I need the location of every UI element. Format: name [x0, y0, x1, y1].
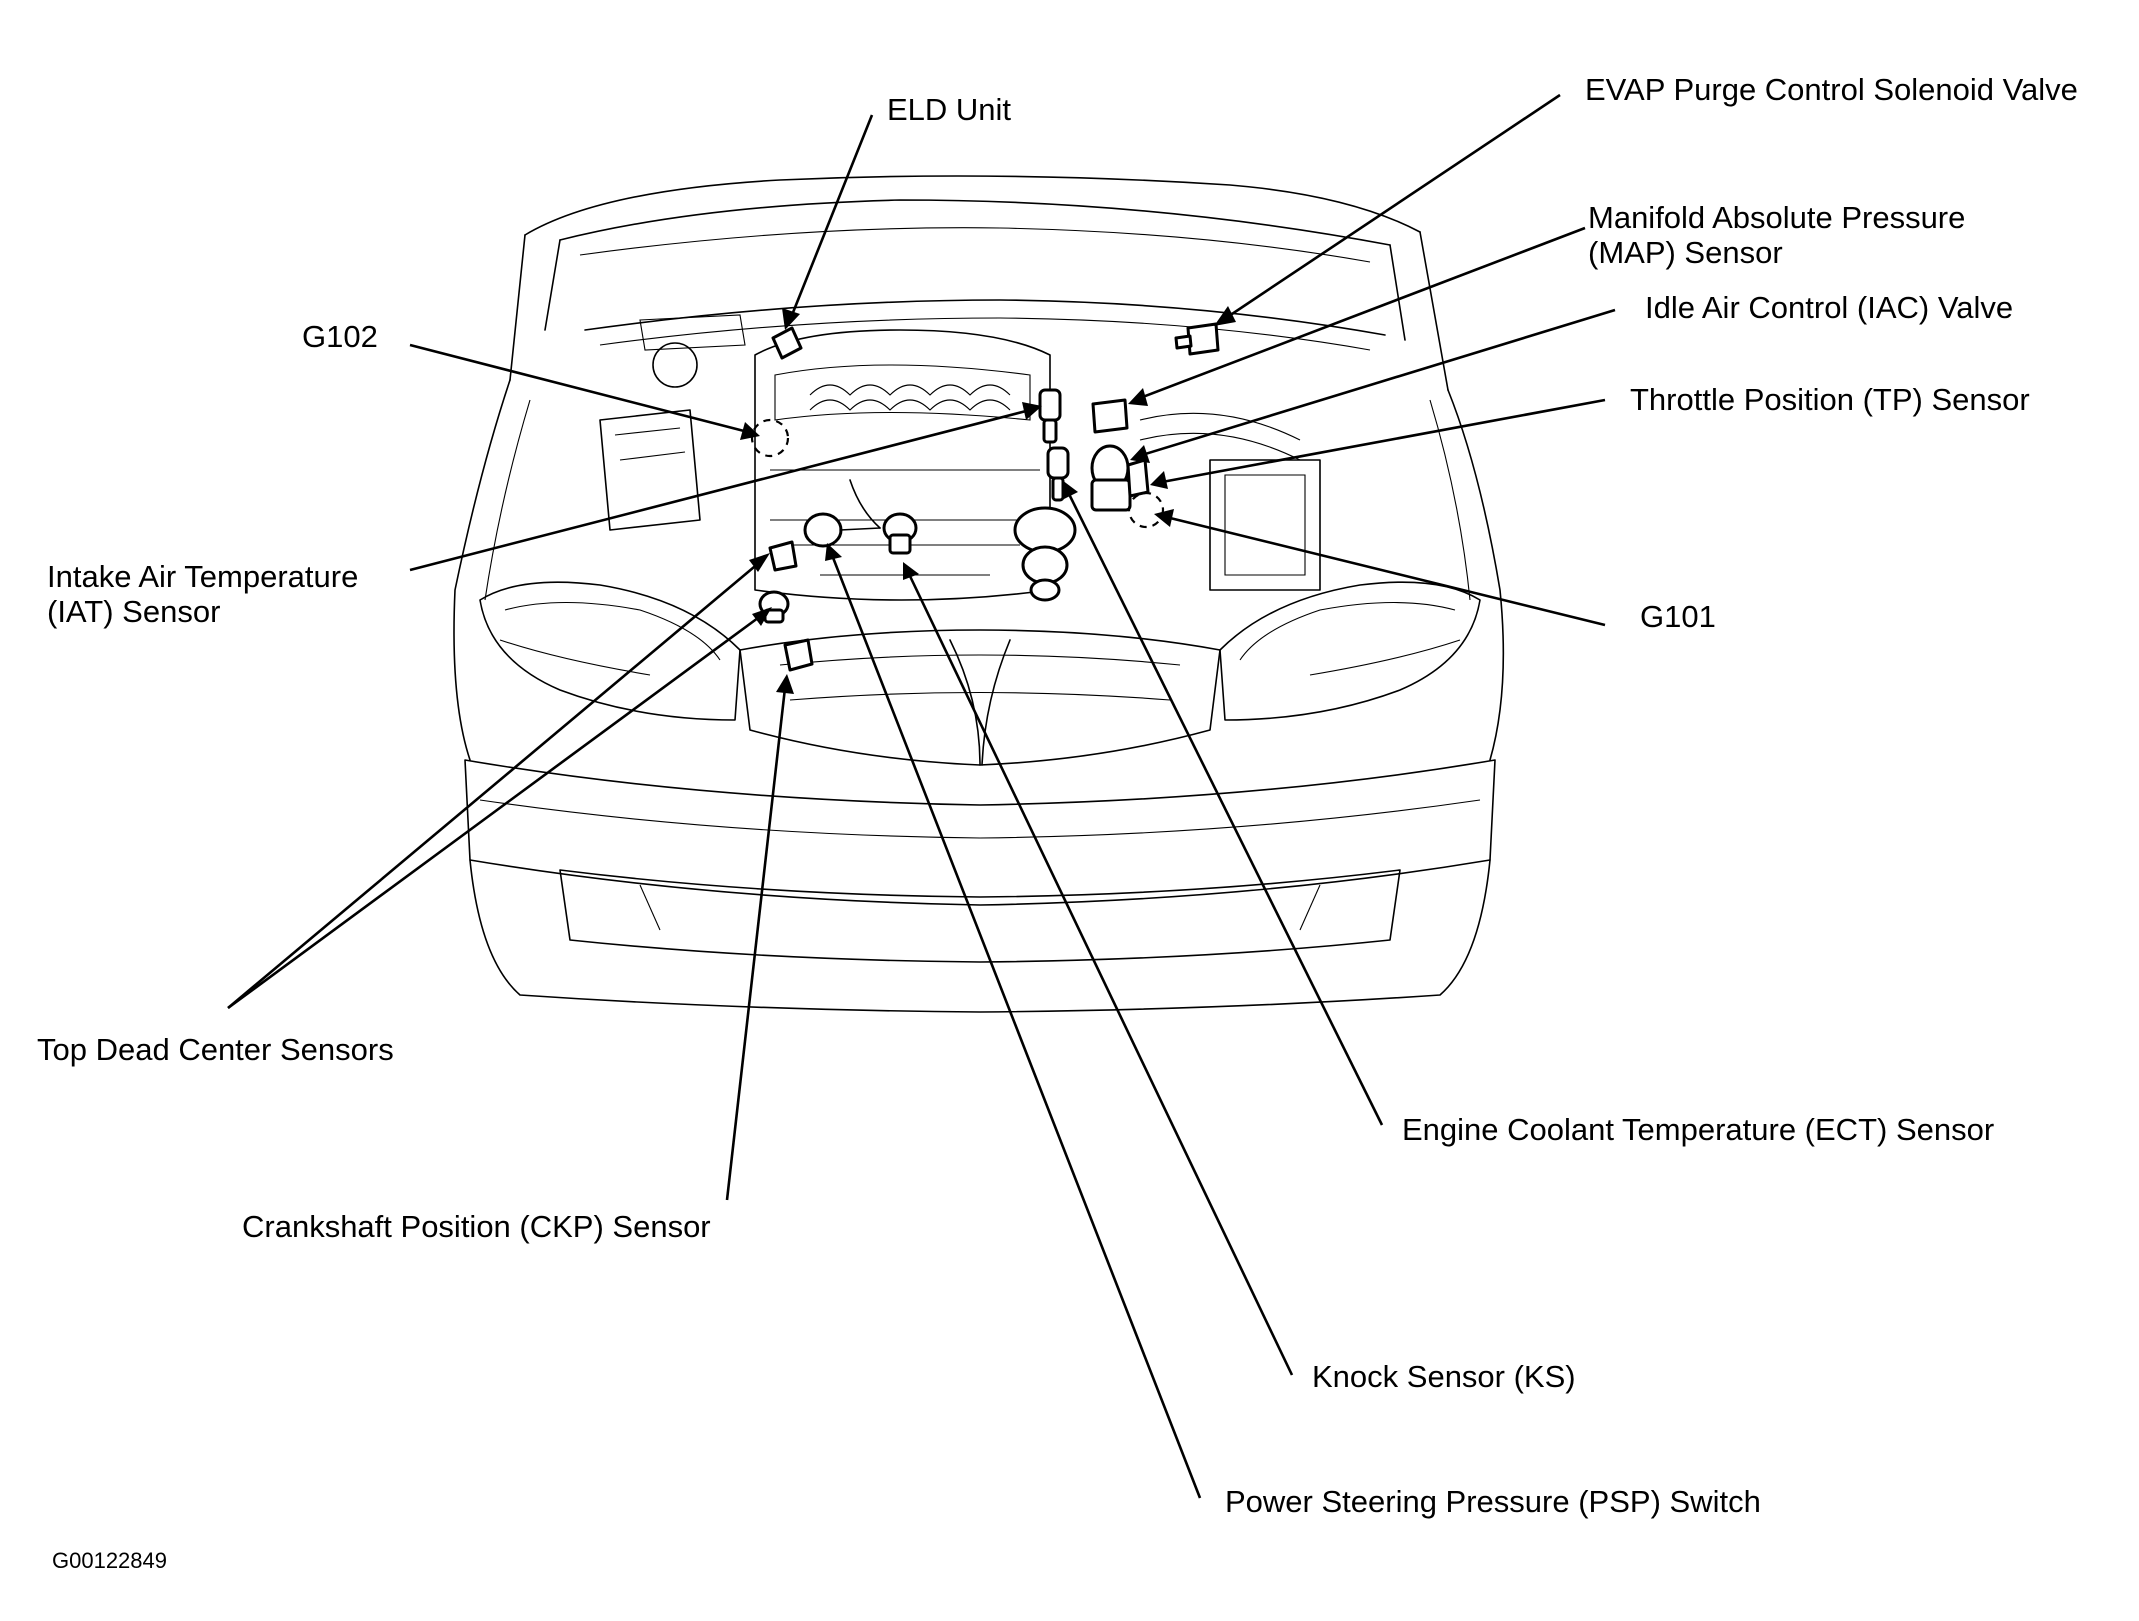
- tdc-sensor-upper-part: [768, 540, 798, 572]
- ect-sensor-part: [1046, 446, 1070, 502]
- label-iat-sensor-line1: Intake Air Temperature: [47, 559, 358, 594]
- ckp-sensor-part: [783, 638, 814, 672]
- tp-sensor-part: [1126, 458, 1150, 498]
- label-ckp-sensor: Crankshaft Position (CKP) Sensor: [242, 1209, 711, 1244]
- g101-ground-point: [1127, 491, 1165, 529]
- distributor-part: [1013, 506, 1077, 602]
- label-map-sensor-line1: Manifold Absolute Pressure: [1588, 200, 1965, 235]
- evap-solenoid-part: [1174, 322, 1220, 356]
- label-iac-valve: Idle Air Control (IAC) Valve: [1645, 290, 2013, 325]
- label-tdc-sensors: Top Dead Center Sensors: [37, 1032, 394, 1067]
- iat-sensor-part: [1038, 388, 1062, 444]
- label-iat-sensor-line2: (IAT) Sensor: [47, 594, 220, 629]
- label-tp-sensor: Throttle Position (TP) Sensor: [1630, 382, 2030, 417]
- knock-sensor-part: [882, 512, 918, 555]
- label-map-sensor-line2: (MAP) Sensor: [1588, 235, 1783, 270]
- component-parts: [750, 322, 1220, 672]
- map-sensor-part: [1091, 398, 1129, 434]
- label-ect-sensor: Engine Coolant Temperature (ECT) Sensor: [1402, 1112, 1994, 1147]
- psp-switch-part: [803, 479, 881, 548]
- label-knock-sensor: Knock Sensor (KS): [1312, 1359, 1576, 1394]
- label-g102: G102: [302, 319, 378, 354]
- iac-valve-part: [1090, 444, 1132, 512]
- g102-ground-point: [750, 418, 790, 458]
- label-psp-switch: Power Steering Pressure (PSP) Switch: [1225, 1484, 1761, 1519]
- label-evap-purge-solenoid: EVAP Purge Control Solenoid Valve: [1585, 72, 2078, 107]
- image-code: G00122849: [52, 1548, 167, 1573]
- label-g101: G101: [1640, 599, 1716, 634]
- label-eld-unit: ELD Unit: [887, 92, 1011, 127]
- car-outline: [453, 175, 1505, 1013]
- leader-lines: [227, 93, 1616, 1499]
- callout-labels: ELD Unit EVAP Purge Control Solenoid Val…: [37, 72, 2078, 1573]
- eld-unit-part: [771, 326, 803, 360]
